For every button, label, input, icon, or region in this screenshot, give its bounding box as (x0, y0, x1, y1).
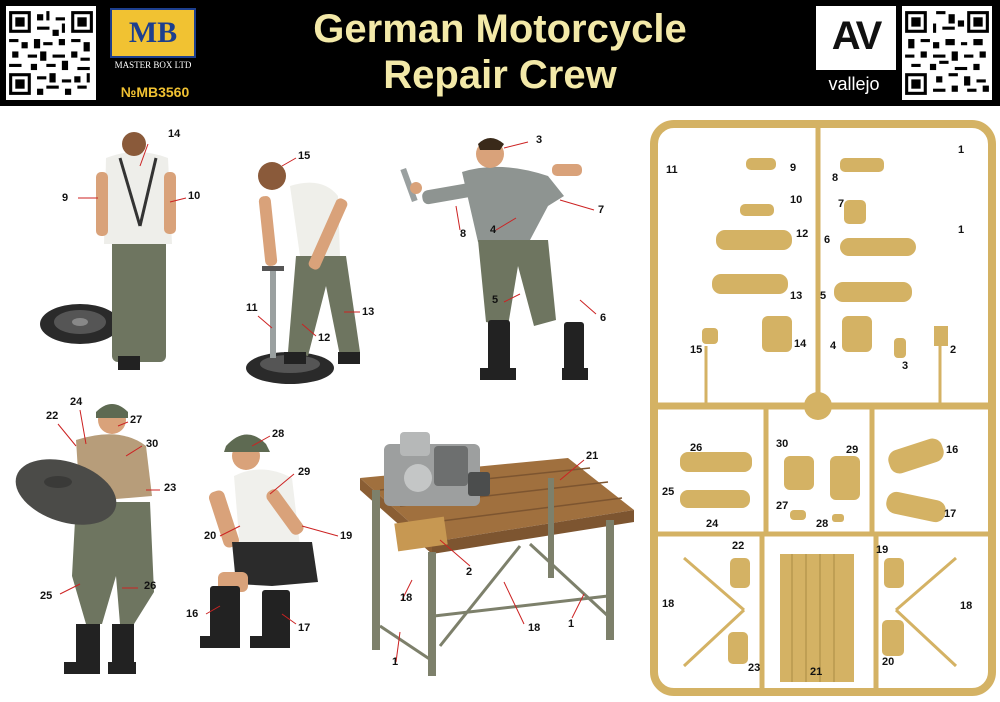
callout-21: 21 (586, 450, 599, 462)
sprue-label-3: 3 (902, 360, 909, 372)
sprue-label-21: 21 (810, 666, 823, 678)
sprue-label-20: 20 (882, 656, 895, 668)
callout-18-left: 18 (400, 592, 413, 604)
sprue-label-13: 13 (790, 290, 803, 302)
sprue-label-27: 27 (776, 500, 789, 512)
callout-26: 26 (144, 580, 157, 592)
callout-29: 29 (298, 466, 311, 478)
callout-20: 20 (204, 530, 217, 542)
box-art-illustration (7, 120, 996, 696)
mb-logo-subtitle: MASTER BOX LTD (114, 60, 192, 70)
title-line-2: Repair Crew (383, 53, 617, 97)
sprue-label-28: 28 (816, 518, 829, 530)
callout-17: 17 (298, 622, 311, 634)
callout-leader-lines (57, 141, 597, 663)
product-number: №MB3560 (120, 84, 190, 100)
callout-16: 16 (186, 608, 199, 620)
sprue-label-14: 14 (794, 338, 807, 350)
sprue-label-9: 9 (790, 162, 797, 174)
sprue-label-5: 5 (820, 290, 827, 302)
figure-4-fuel-tank-soldier[interactable] (7, 404, 154, 674)
callout-23: 23 (164, 482, 177, 494)
callout-4: 4 (490, 224, 497, 236)
parts-sprue[interactable] (650, 120, 996, 696)
sprue-label-1-mid: 1 (958, 224, 965, 236)
header-banner: MB MASTER BOX LTD №MB3560 German Motorcy… (0, 0, 1000, 106)
sprue-label-26: 26 (690, 442, 703, 454)
callout-13: 13 (362, 306, 375, 318)
callout-8: 8 (460, 228, 467, 240)
sprue-label-4: 4 (830, 340, 837, 352)
av-logo-box: AV (816, 6, 896, 70)
sprue-label-12: 12 (796, 228, 809, 240)
qr-code-left-pattern (6, 8, 96, 98)
callout-3: 3 (536, 134, 543, 146)
callout-6: 6 (600, 312, 607, 324)
sprue-label-16: 16 (946, 444, 959, 456)
sprue-label-25: 25 (662, 486, 675, 498)
page-title: German Motorcycle Repair Crew (250, 6, 750, 98)
callout-7: 7 (598, 204, 605, 216)
figure-1-tire-carrier[interactable] (40, 132, 176, 370)
sprue-label-29: 29 (846, 444, 859, 456)
callout-11: 11 (246, 302, 258, 314)
callout-15: 15 (298, 150, 311, 162)
callout-28: 28 (272, 428, 285, 440)
sprue-label-11: 11 (666, 164, 678, 176)
callout-10: 10 (188, 190, 201, 202)
sprue-label-2: 2 (950, 344, 957, 356)
qr-code-right-pattern (902, 8, 992, 98)
callout-18-right: 18 (528, 622, 541, 634)
callout-12: 12 (318, 332, 331, 344)
callout-24: 24 (70, 396, 83, 408)
workbench-with-engine[interactable] (360, 432, 634, 676)
sprue-label-6: 6 (824, 234, 831, 246)
callout-9: 9 (62, 192, 69, 204)
qr-code-right[interactable] (902, 6, 992, 100)
sprue-label-23: 23 (748, 662, 761, 674)
sprue-label-24: 24 (706, 518, 719, 530)
sprue-label-30: 30 (776, 438, 789, 450)
callout-1-right: 1 (568, 618, 575, 630)
sprue-label-18-left: 18 (662, 598, 675, 610)
callout-27: 27 (130, 414, 143, 426)
vallejo-wordmark: vallejo (828, 74, 880, 94)
av-logo-mark: AV (831, 14, 883, 58)
sprue-label-10: 10 (790, 194, 803, 206)
callout-22: 22 (46, 410, 59, 422)
mb-logo-mark: MB (110, 8, 196, 58)
callout-25: 25 (40, 590, 53, 602)
callout-30: 30 (146, 438, 159, 450)
title-line-1: German Motorcycle (313, 7, 687, 51)
callout-14: 14 (168, 128, 181, 140)
callout-1-left: 1 (392, 656, 399, 668)
sprue-label-19: 19 (876, 544, 889, 556)
sprue-label-15: 15 (690, 344, 703, 356)
callout-19: 19 (340, 530, 353, 542)
sprue-label-22: 22 (732, 540, 745, 552)
sprue-label-8: 8 (832, 172, 839, 184)
figure-5-seated-soldier[interactable] (200, 434, 318, 648)
sprue-label-1-top: 1 (958, 144, 965, 156)
master-box-logo: MB MASTER BOX LTD (110, 8, 196, 88)
sprue-label-17: 17 (944, 508, 957, 520)
sprue-label-7: 7 (838, 198, 845, 210)
callout-2: 2 (466, 566, 473, 578)
sprue-label-18-right: 18 (960, 600, 973, 612)
figure-3-wrench-mechanic[interactable] (400, 138, 588, 380)
qr-code-left[interactable] (6, 6, 96, 100)
vallejo-logo: AV vallejo (814, 6, 896, 100)
callout-5: 5 (492, 294, 499, 306)
figure-2-pumping-man[interactable] (246, 162, 360, 384)
